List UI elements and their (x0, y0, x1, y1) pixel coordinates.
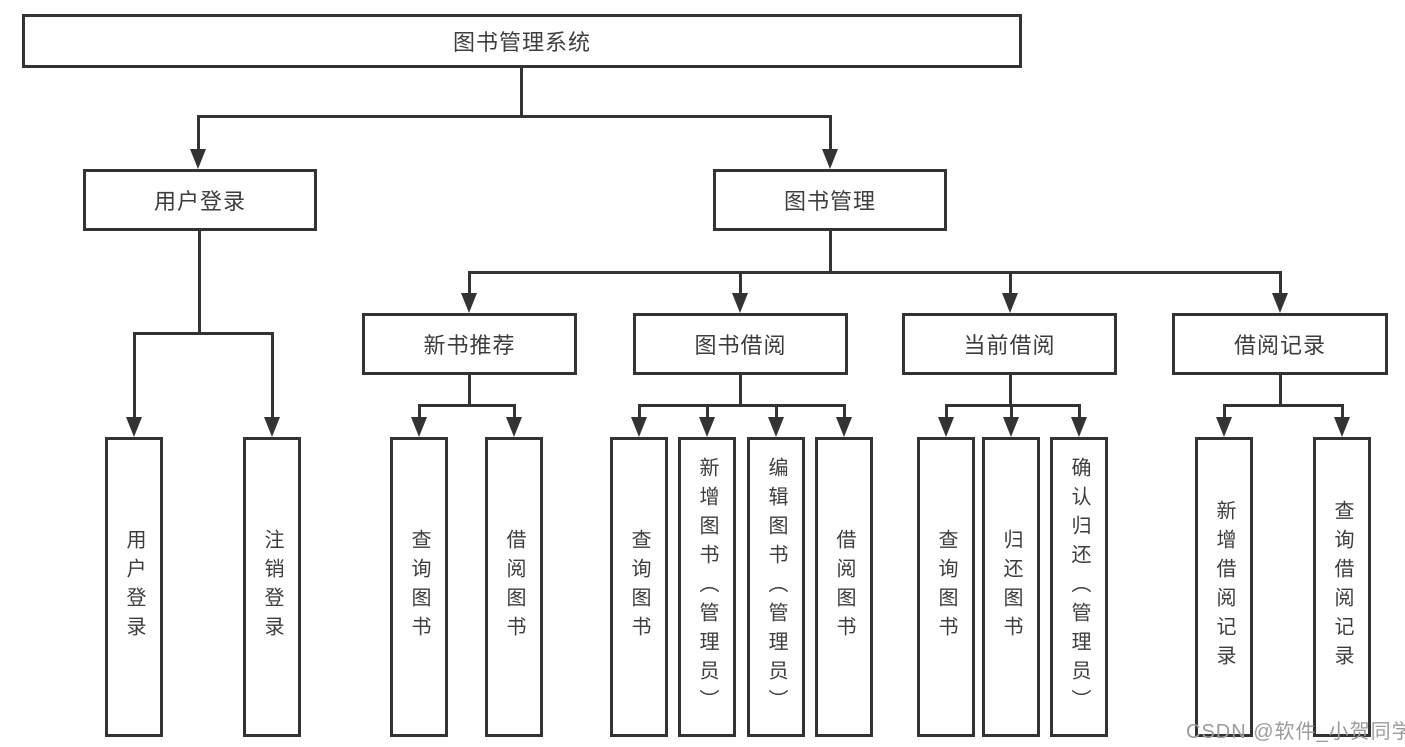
arrow-down-icon (1002, 293, 1018, 313)
connector-arrow-stem (945, 404, 948, 419)
node-label: 新书推荐 (423, 333, 516, 358)
node-book-management: 图书管理 (713, 169, 947, 231)
leaf-label: 新增借阅记录 (1213, 500, 1235, 674)
arrow-down-icon (1071, 417, 1087, 437)
connector-records-branch (1223, 404, 1343, 407)
arrow-down-icon (1216, 417, 1232, 437)
leaf-confirm-return-admin: 确认归还（管理员） (1050, 437, 1108, 737)
leaf-query-borrow-record: 查询借阅记录 (1313, 437, 1371, 737)
node-new-book-recommendation: 新书推荐 (362, 313, 577, 375)
connector-arrow-stem (1078, 404, 1081, 419)
node-label: 用户登录 (153, 189, 246, 214)
node-current-borrowing: 当前借阅 (902, 313, 1117, 375)
arrow-down-icon (768, 417, 784, 437)
leaf-add-borrow-record: 新增借阅记录 (1195, 437, 1253, 737)
arrow-down-icon (631, 417, 647, 437)
node-label: 图书管理系统 (452, 30, 591, 55)
leaf-return-book: 归还图书 (982, 437, 1040, 737)
node-label: 图书借阅 (694, 333, 787, 358)
connector-arrow-stem (418, 404, 421, 419)
connector-arrow-stem (197, 115, 200, 151)
leaf-label: 注销登录 (261, 529, 283, 645)
arrow-down-icon (1334, 417, 1350, 437)
arrow-down-icon (264, 417, 280, 437)
connector-records-stem (1279, 375, 1282, 407)
connector-arrow-stem (468, 271, 471, 295)
leaf-label: 查询图书 (408, 529, 430, 645)
leaf-add-book-admin: 新增图书（管理员） (678, 437, 736, 737)
node-label: 借阅记录 (1233, 333, 1326, 358)
arrow-down-icon (836, 417, 852, 437)
leaf-label: 确认归还（管理员） (1068, 456, 1090, 718)
node-library-management-system: 图书管理系统 (22, 14, 1022, 68)
connector-arrow-stem (843, 404, 846, 419)
connector-arrow-stem (1223, 404, 1226, 419)
leaf-label: 新增图书（管理员） (696, 456, 718, 718)
leaf-user-login: 用户登录 (105, 437, 163, 737)
connector-arrow-stem (829, 115, 832, 151)
connector-book-mgmt-branch (468, 271, 1281, 274)
leaf-label: 借阅图书 (833, 529, 855, 645)
arrow-down-icon (938, 417, 954, 437)
connector-arrow-stem (706, 404, 709, 419)
connector-arrow-stem (133, 332, 136, 419)
arrow-down-icon (1003, 417, 1019, 437)
leaf-borrow-books-recommend: 借阅图书 (485, 437, 543, 737)
arrow-down-icon (732, 293, 748, 313)
connector-arrow-stem (1279, 271, 1282, 295)
arrow-down-icon (1272, 293, 1288, 313)
connector-recommend-branch (418, 404, 515, 407)
connector-arrow-stem (1009, 271, 1012, 295)
arrow-down-icon (411, 417, 427, 437)
node-user-login: 用户登录 (83, 169, 317, 231)
leaf-label: 归还图书 (1000, 529, 1022, 645)
arrow-down-icon (506, 417, 522, 437)
connector-recommend-stem (468, 375, 471, 407)
connector-borrowing-branch (638, 404, 845, 407)
connector-user-login-stem (198, 231, 201, 334)
leaf-label: 借阅图书 (503, 529, 525, 645)
node-borrowing-records: 借阅记录 (1172, 313, 1388, 375)
connector-borrowing-stem (739, 375, 742, 407)
node-label: 图书管理 (783, 189, 876, 214)
connector-book-mgmt-stem (829, 231, 832, 274)
connector-arrow-stem (513, 404, 516, 419)
leaf-label: 编辑图书（管理员） (765, 456, 787, 718)
connector-arrow-stem (775, 404, 778, 419)
arrow-down-icon (822, 149, 838, 169)
watermark-csdn: CSDN @软件_小贺同学 (1186, 721, 1405, 743)
leaf-edit-book-admin: 编辑图书（管理员） (747, 437, 805, 737)
connector-root-stem (520, 68, 523, 116)
node-label: 当前借阅 (963, 333, 1056, 358)
arrow-down-icon (461, 293, 477, 313)
connector-arrow-stem (1341, 404, 1344, 419)
connector-user-login-branch (133, 332, 274, 335)
connector-arrow-stem (739, 271, 742, 295)
leaf-borrow-books-borrow: 借阅图书 (815, 437, 873, 737)
leaf-query-books-borrow: 查询图书 (610, 437, 668, 737)
connector-arrow-stem (271, 332, 274, 419)
leaf-label: 查询图书 (628, 529, 650, 645)
connector-root-branch (197, 115, 831, 118)
connector-arrow-stem (638, 404, 641, 419)
leaf-label: 查询借阅记录 (1331, 500, 1353, 674)
leaf-query-books-current: 查询图书 (917, 437, 975, 737)
leaf-label: 用户登录 (123, 529, 145, 645)
node-book-borrowing: 图书借阅 (633, 313, 848, 375)
arrow-down-icon (190, 149, 206, 169)
connector-current-stem (1009, 375, 1012, 407)
connector-arrow-stem (1010, 404, 1013, 419)
leaf-label: 查询图书 (935, 529, 957, 645)
leaf-query-books-recommend: 查询图书 (390, 437, 448, 737)
leaf-logout: 注销登录 (243, 437, 301, 737)
arrow-down-icon (126, 417, 142, 437)
arrow-down-icon (699, 417, 715, 437)
